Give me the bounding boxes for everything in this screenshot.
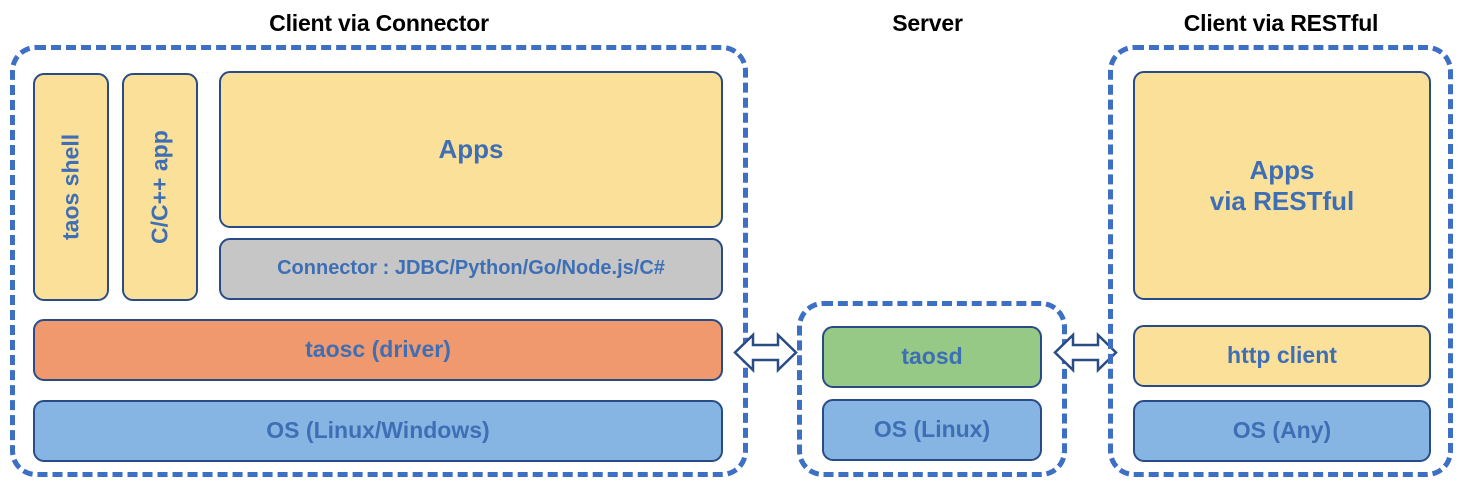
double-headed-arrow-left <box>733 330 798 375</box>
panel-client-via-restful <box>1108 45 1453 477</box>
box-taos-shell[interactable]: taos shell <box>33 73 109 301</box>
title-client-via-restful: Client via RESTful <box>1183 10 1379 36</box>
panel-client-via-connector <box>10 45 748 477</box>
panel-server <box>797 301 1067 477</box>
double-headed-arrow-icon <box>1053 332 1118 373</box>
box-apps[interactable]: Apps <box>219 71 723 228</box>
box-os-linux[interactable]: OS (Linux) <box>822 399 1042 461</box>
apps-via-restful-line2: via RESTful <box>1209 185 1355 216</box>
box-os-any[interactable]: OS (Any) <box>1133 400 1431 462</box>
box-apps-via-restful[interactable]: Apps via RESTful <box>1133 71 1431 300</box>
title-server: Server <box>892 10 963 36</box>
apps-via-restful-line1: Apps <box>1249 154 1315 185</box>
box-taosd[interactable]: taosd <box>822 326 1042 388</box>
box-taosc-driver[interactable]: taosc (driver) <box>33 319 723 381</box>
box-c-cpp-app[interactable]: C/C++ app <box>122 73 198 301</box>
double-headed-arrow-icon <box>733 332 798 373</box>
box-connector[interactable]: Connector : JDBC/Python/Go/Node.js/C# <box>219 238 723 300</box>
double-headed-arrow-right <box>1053 330 1118 375</box>
box-os-linux-windows[interactable]: OS (Linux/Windows) <box>33 400 723 462</box>
title-client-via-connector: Client via Connector <box>269 10 489 36</box>
box-http-client[interactable]: http client <box>1133 325 1431 387</box>
